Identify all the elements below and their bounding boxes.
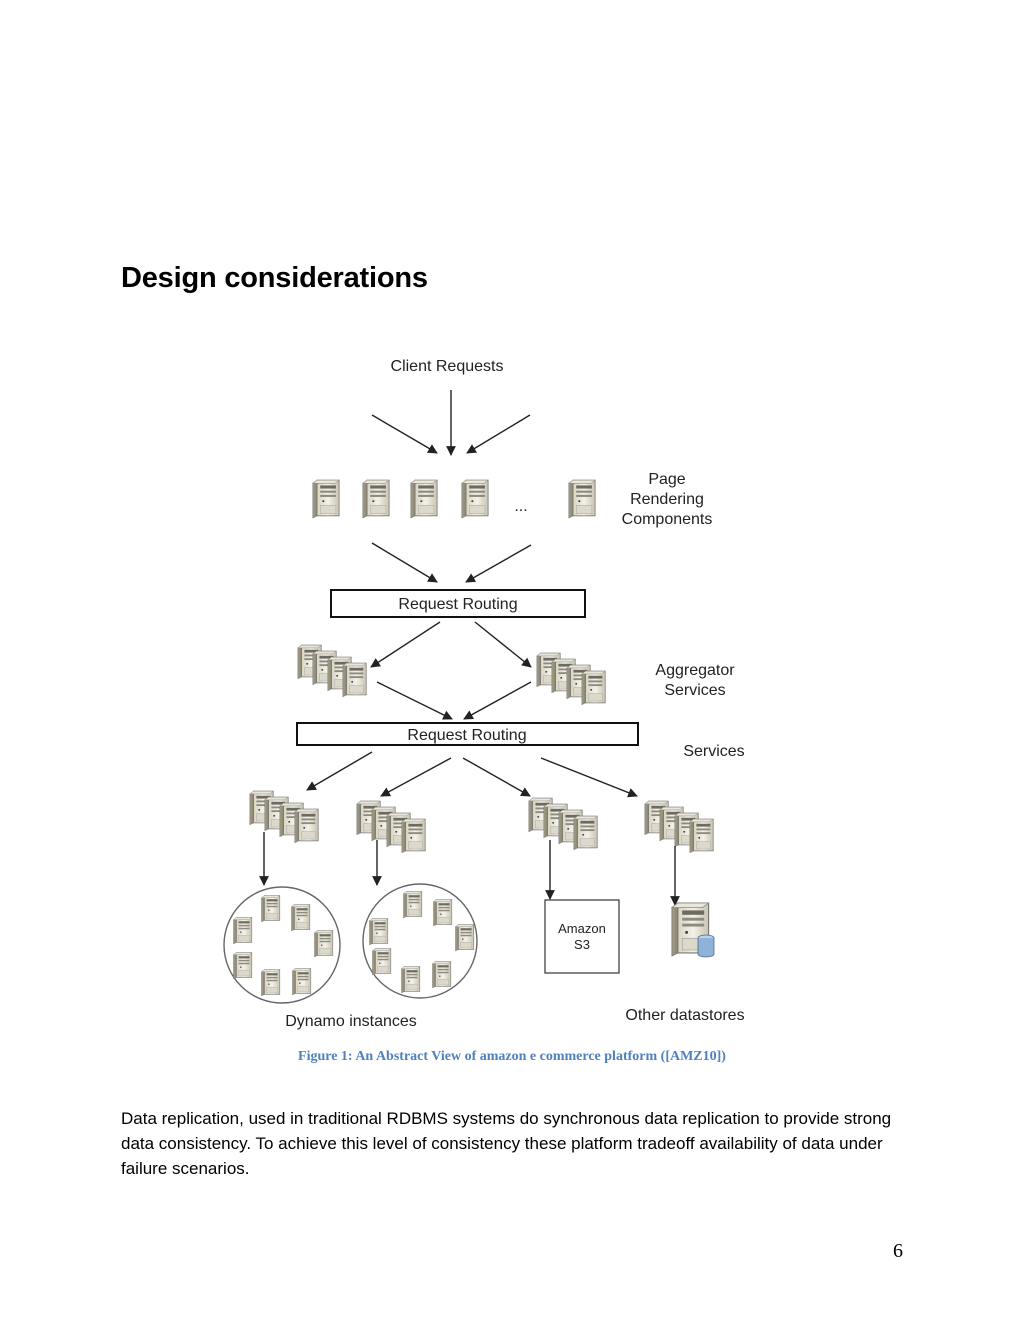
arrow-icon	[306, 751, 373, 791]
arrow-icon	[380, 757, 452, 797]
label-aggregator-services-line-2: Services	[664, 682, 725, 699]
server-icon	[455, 924, 475, 952]
server-icon	[312, 479, 340, 519]
arrow-icon	[463, 681, 532, 720]
arrow-icon	[462, 757, 531, 797]
label-page-rendering-line-1: Page	[648, 471, 685, 488]
label-dynamo-instances: Dynamo instances	[285, 1013, 417, 1030]
label-services: Services	[683, 743, 744, 760]
server-icon	[294, 808, 319, 844]
amazon-s3-box	[544, 899, 620, 974]
database-server-icon	[697, 938, 715, 958]
arrow-icon	[474, 621, 532, 668]
arrow-icon	[540, 757, 638, 798]
server-icon	[233, 952, 253, 980]
server-icon	[573, 815, 598, 851]
server-icon	[342, 662, 367, 698]
server-icon	[261, 969, 281, 997]
server-icon	[461, 479, 489, 519]
server-icon	[233, 917, 253, 945]
server-icon	[432, 961, 452, 989]
label-ellipsis: ...	[514, 498, 527, 515]
server-icon	[410, 479, 438, 519]
server-icon	[401, 966, 421, 994]
label-aggregator-services-line-1: Aggregator	[655, 662, 735, 679]
body-paragraph: Data replication, used in traditional RD…	[121, 1109, 892, 1178]
server-icon	[401, 818, 426, 854]
arrow-icon	[371, 414, 438, 454]
arrow-icon	[371, 542, 438, 583]
section-heading: Design considerations	[121, 262, 428, 294]
arrow-icon	[376, 681, 453, 720]
label-other-datastores: Other datastores	[625, 1007, 744, 1024]
arrow-icon	[466, 414, 531, 454]
server-icon	[372, 948, 392, 976]
label-client-requests: Client Requests	[391, 358, 504, 375]
label-page-rendering-line-3: Components	[622, 511, 713, 528]
server-icon	[433, 899, 453, 927]
server-icon	[291, 904, 311, 932]
server-icon	[689, 818, 714, 854]
server-icon	[568, 479, 596, 519]
label-page-rendering-line-2: Rendering	[630, 491, 704, 508]
server-icon	[314, 930, 334, 958]
page-number: 6	[893, 1240, 903, 1262]
label-request-routing-1: Request Routing	[398, 596, 517, 613]
label-request-routing-2: Request Routing	[407, 727, 526, 744]
figure-caption: Figure 1: An Abstract View of amazon e c…	[298, 1049, 726, 1064]
server-icon	[581, 670, 606, 706]
arrow-icon	[370, 621, 441, 668]
server-icon	[261, 895, 281, 923]
server-icon	[292, 968, 312, 996]
server-icon	[369, 918, 389, 946]
label-s3: S3	[574, 937, 590, 952]
arrow-icon	[465, 544, 532, 583]
server-icon	[403, 891, 423, 919]
request-routing-box-2	[296, 722, 639, 746]
figure-layer: Client Requests... PageRenderingComponent…	[223, 358, 745, 1030]
server-icon	[362, 479, 390, 519]
request-routing-box-1	[330, 589, 586, 618]
label-amazon: Amazon	[558, 921, 606, 936]
